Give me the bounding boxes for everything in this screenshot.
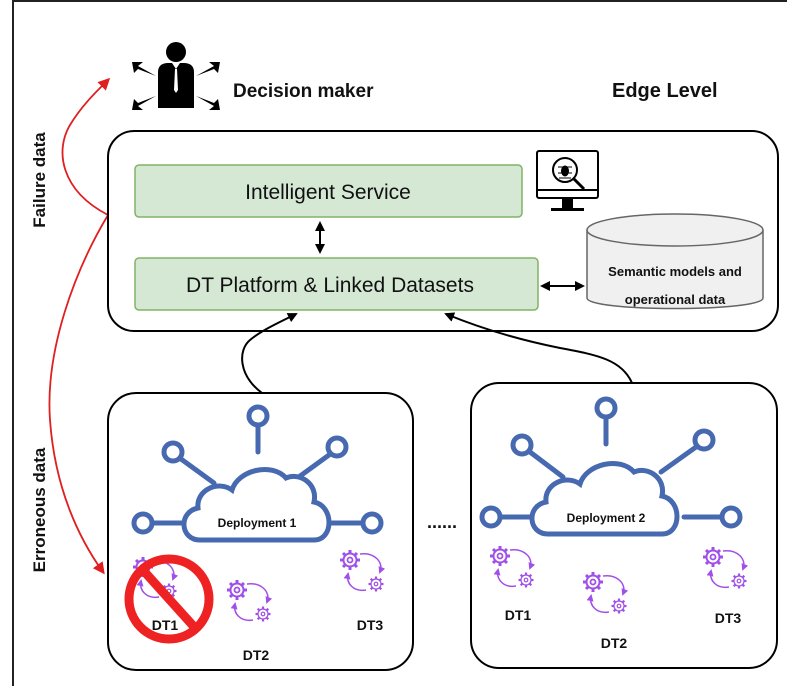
database-icon [586, 213, 764, 310]
dep1-dt3-label: DT3 [357, 617, 384, 633]
intelligent-service-box [134, 164, 523, 218]
dep1-dt2-label: DT2 [243, 647, 270, 663]
person-icon [132, 42, 220, 110]
failure-data-arrow [61, 77, 111, 216]
prohibited-icon [124, 554, 214, 644]
erroneous-data-label: Erroneous data [30, 447, 49, 572]
dt-platform-label: DT Platform & Linked Datasets [186, 274, 474, 297]
cloud-network-icon [131, 404, 384, 543]
dep2-dt2-label: DT2 [601, 635, 628, 651]
monitor-bug-icon [536, 150, 599, 211]
deployment-1-label: Deployment 1 [218, 516, 297, 530]
dep2-dt1-label: DT1 [505, 607, 532, 623]
ellipsis: ...... [427, 512, 457, 532]
database-label-line1: Semantic models and [608, 264, 742, 279]
intelligent-service-label: Intelligent Service [245, 181, 411, 204]
dt-platform-box [134, 257, 539, 311]
decision-maker-label: Decision maker [233, 81, 374, 102]
database-label-line2: operational data [625, 292, 726, 307]
failure-data-label: Failure data [30, 132, 49, 228]
edge-level-label: Edge Level [612, 80, 718, 102]
cloud-network-icon [479, 396, 743, 537]
deployment1-to-platform-arrow [241, 313, 298, 394]
deployment2-to-platform-arrow [444, 312, 633, 384]
dep1-dt1-label: DT1 [152, 617, 179, 633]
dep2-dt3-label: DT3 [715, 610, 742, 626]
erroneous-data-arrow [48, 214, 109, 575]
deployment-2-label: Deployment 2 [567, 511, 646, 525]
